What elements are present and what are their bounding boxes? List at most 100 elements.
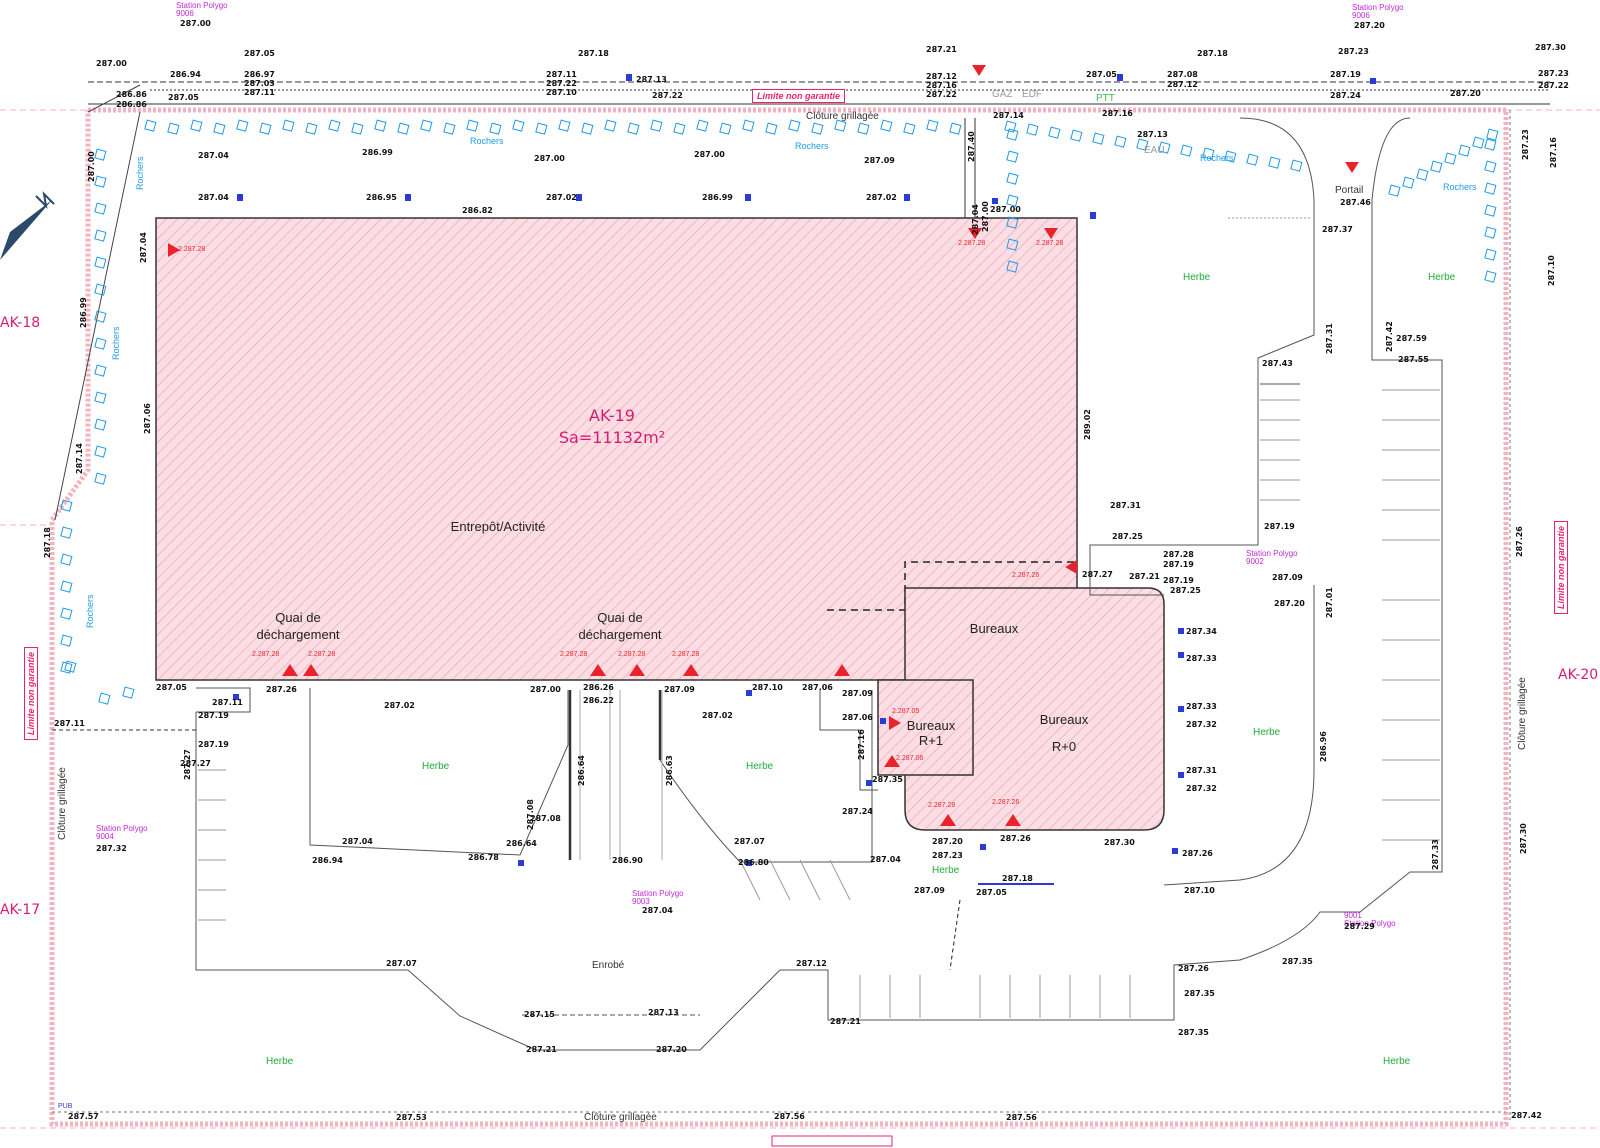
rock-icon <box>94 256 107 269</box>
level-label: 287.20 <box>656 1045 687 1054</box>
level-label: 287.31 <box>1325 323 1334 354</box>
zone-ak-18: AK-18 <box>0 315 41 331</box>
portail-label: Portail <box>1335 185 1364 196</box>
level-label: 287.16 <box>857 729 866 760</box>
level-label: 287.40 <box>967 131 976 162</box>
level-label: 287.05 <box>1086 70 1117 79</box>
rock-icon <box>1006 194 1019 207</box>
rock-icon <box>94 175 107 188</box>
level-label: 287.20 <box>932 837 963 846</box>
rock-icon <box>94 418 107 431</box>
rock-icon <box>512 119 525 132</box>
rock-icon <box>880 119 893 132</box>
warehouse-label: Entrepôt/Activité <box>450 519 546 534</box>
level-label: 287.19 <box>1163 560 1194 569</box>
level-label: 287.08 <box>530 814 561 823</box>
rock-icon <box>94 337 107 350</box>
rock-icon <box>1026 123 1039 136</box>
rock-icon <box>259 122 272 135</box>
level-label: 287.46 <box>1340 198 1371 207</box>
bureaux-r1-level: R+1 <box>918 733 944 748</box>
level-label: 287.01 <box>1325 587 1334 618</box>
rock-icon <box>443 122 456 135</box>
level-label: 287.06 <box>802 683 833 692</box>
rock-icon <box>834 119 847 132</box>
bureaux-r1-label: Bureaux <box>906 718 956 733</box>
level-label: 287.26 <box>1178 964 1209 973</box>
rock-icon <box>489 122 502 135</box>
rock-icon <box>1136 138 1149 151</box>
level-label: 287.23 <box>1521 129 1530 160</box>
top-road <box>54 81 1550 521</box>
rock-icon <box>650 119 663 132</box>
level-label: 287.22 <box>1538 81 1569 90</box>
level-label: 287.35 <box>1282 957 1313 966</box>
level-label: 286.94 <box>170 70 201 79</box>
level-label: 287.06 <box>143 403 152 434</box>
bureaux-label: Bureaux <box>969 621 1019 636</box>
level-label: 286.94 <box>312 856 343 865</box>
level-label: 287.18 <box>43 527 52 558</box>
level-label: 287.24 <box>1330 91 1361 100</box>
parcel-area: Sa=11132m² <box>558 428 666 447</box>
rock-icon <box>604 119 617 132</box>
level-label: 287.13 <box>648 1008 679 1017</box>
level-label: 287.21 <box>526 1045 557 1054</box>
level-label: 287.32 <box>96 844 127 853</box>
limite-label-right: Limite non garantie <box>1554 520 1568 614</box>
herbe-label: Herbe <box>1183 272 1211 283</box>
door-level-label: 2.287.28 <box>308 651 336 658</box>
level-label: 287.00 <box>530 685 561 694</box>
rock-icon <box>64 660 77 673</box>
level-label: 287.53 <box>396 1113 427 1122</box>
level-label: 287.37 <box>1322 225 1353 234</box>
quai-label-2: Quai de déchargement <box>578 610 662 642</box>
level-label: 287.16 <box>1102 109 1133 118</box>
rock-icon <box>903 122 916 135</box>
level-label: 287.11 <box>54 719 85 728</box>
level-label: 287.19 <box>1264 522 1295 531</box>
level-label: 287.04 <box>198 151 229 160</box>
level-label: 287.35 <box>1178 1028 1209 1037</box>
level-label: 287.30 <box>1104 838 1135 847</box>
rock-icon <box>122 686 135 699</box>
rock-icon <box>60 499 73 512</box>
level-label: 287.05 <box>156 683 187 692</box>
door-level-label: 2.287.28 <box>928 802 956 809</box>
rochers-label: Rochers <box>1443 182 1477 192</box>
level-label: 286.99 <box>79 297 88 328</box>
level-label: 287.25 <box>1112 532 1143 541</box>
level-label: 286.99 <box>362 148 393 157</box>
level-label: 287.12 <box>926 72 957 81</box>
level-label: 286.90 <box>612 856 643 865</box>
level-label: 287.26 <box>1000 834 1031 843</box>
level-label: 287.13 <box>1137 130 1168 139</box>
herbe-label: Herbe <box>1428 272 1456 283</box>
rock-icon <box>949 122 962 135</box>
cloture-label: Clôture grillagée <box>1517 677 1528 750</box>
rock-icon <box>374 119 387 132</box>
door-level-label: 2.287.28 <box>1036 240 1064 247</box>
rock-icon <box>1006 150 1019 163</box>
level-label: 287.00 <box>694 150 725 159</box>
rock-icon <box>696 119 709 132</box>
level-label: 287.28 <box>1163 550 1194 559</box>
rock-icon <box>94 202 107 215</box>
bureaux-r0-label: Bureaux <box>1039 712 1089 727</box>
rock-icon <box>1290 159 1303 172</box>
level-label: 287.11 <box>244 88 275 97</box>
door-level-label: 2.287.28 <box>252 651 280 658</box>
level-label: 286.97 <box>244 70 275 79</box>
level-label: 287.05 <box>244 49 275 58</box>
rock-icon <box>581 122 594 135</box>
level-label: 286.95 <box>366 193 397 202</box>
rock-icon <box>305 122 318 135</box>
rock-icon <box>788 119 801 132</box>
level-label: 287.19 <box>198 740 229 749</box>
level-label: 287.10 <box>752 683 783 692</box>
level-label: 287.09 <box>664 685 695 694</box>
level-label: 287.27 <box>183 749 192 780</box>
